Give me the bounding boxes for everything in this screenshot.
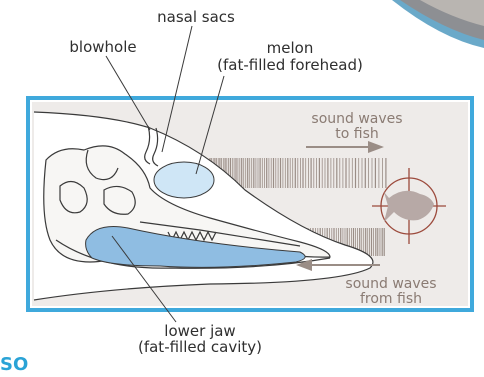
label-melon-description: (fat-filled forehead) xyxy=(196,58,384,73)
partial-caption: SO xyxy=(0,357,28,373)
melon xyxy=(154,162,214,198)
label-blowhole: blowhole xyxy=(58,40,148,55)
label-to-fish: to fish xyxy=(302,127,412,141)
label-lower-jaw: lower jaw xyxy=(120,324,280,339)
label-sound-waves-to-fish: sound waves xyxy=(302,112,412,126)
label-sound-waves-from-fish: sound waves xyxy=(336,277,446,291)
label-melon: melon xyxy=(200,41,380,56)
label-from-fish: from fish xyxy=(336,292,446,306)
corner-photo xyxy=(392,0,484,48)
label-nasal-sacs: nasal sacs xyxy=(146,10,246,25)
label-lower-jaw-description: (fat-filled cavity) xyxy=(110,340,290,355)
